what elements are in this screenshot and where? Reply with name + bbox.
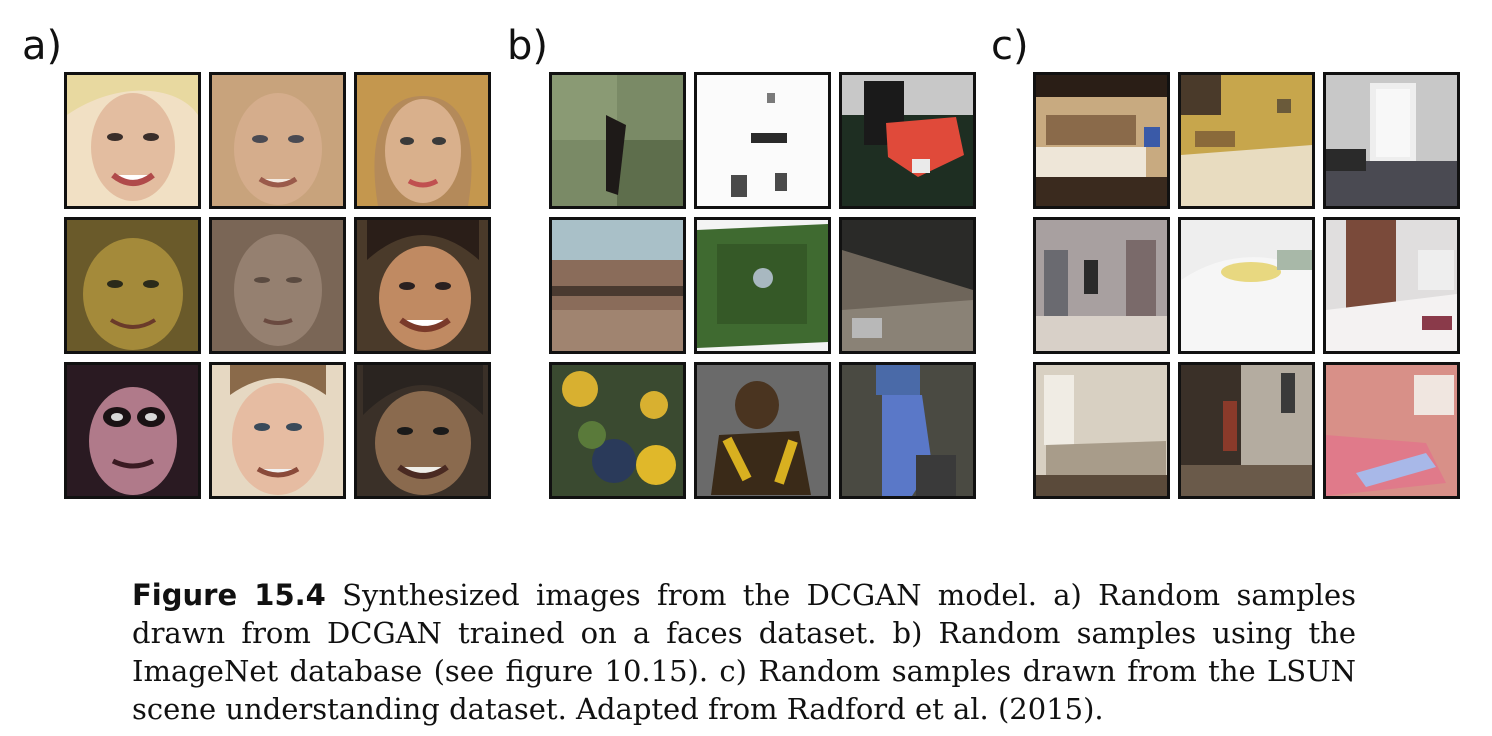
- imagenet-sample-image: [694, 217, 831, 354]
- imagenet-sample-image: [549, 217, 686, 354]
- figure-caption-text: Synthesized images from the DCGAN model.…: [132, 578, 1356, 726]
- lsun-sample-image: [1033, 72, 1170, 209]
- lsun-sample-image: [1323, 72, 1460, 209]
- imagenet-sample-image: [694, 72, 831, 209]
- lsun-sample-image: [1178, 362, 1315, 499]
- face-sample-image: [354, 217, 491, 354]
- face-sample-image: [209, 72, 346, 209]
- face-sample-image: [64, 362, 201, 499]
- imagenet-sample-image: [839, 217, 976, 354]
- figure-caption: Figure 15.4 Synthesized images from the …: [132, 576, 1356, 728]
- face-sample-image: [209, 362, 346, 499]
- panel-label-b: b): [507, 23, 548, 69]
- panel-label-c: c): [991, 23, 1029, 69]
- face-sample-image: [354, 72, 491, 209]
- imagenet-sample-image: [694, 362, 831, 499]
- lsun-sample-image: [1033, 217, 1170, 354]
- face-sample-image: [64, 217, 201, 354]
- imagenet-sample-image: [549, 72, 686, 209]
- face-sample-image: [64, 72, 201, 209]
- lsun-sample-image: [1178, 72, 1315, 209]
- figure-title: Figure 15.4: [132, 578, 326, 612]
- lsun-sample-image: [1323, 362, 1460, 499]
- face-sample-image: [209, 217, 346, 354]
- imagenet-sample-grid: [549, 72, 976, 499]
- lsun-sample-image: [1033, 362, 1170, 499]
- imagenet-sample-image: [839, 72, 976, 209]
- lsun-sample-image: [1323, 217, 1460, 354]
- imagenet-sample-image: [549, 362, 686, 499]
- face-sample-image: [354, 362, 491, 499]
- panel-label-a: a): [22, 23, 63, 69]
- imagenet-sample-image: [839, 362, 976, 499]
- lsun-sample-image: [1178, 217, 1315, 354]
- lsun-sample-grid: [1033, 72, 1460, 499]
- faces-sample-grid: [64, 72, 491, 499]
